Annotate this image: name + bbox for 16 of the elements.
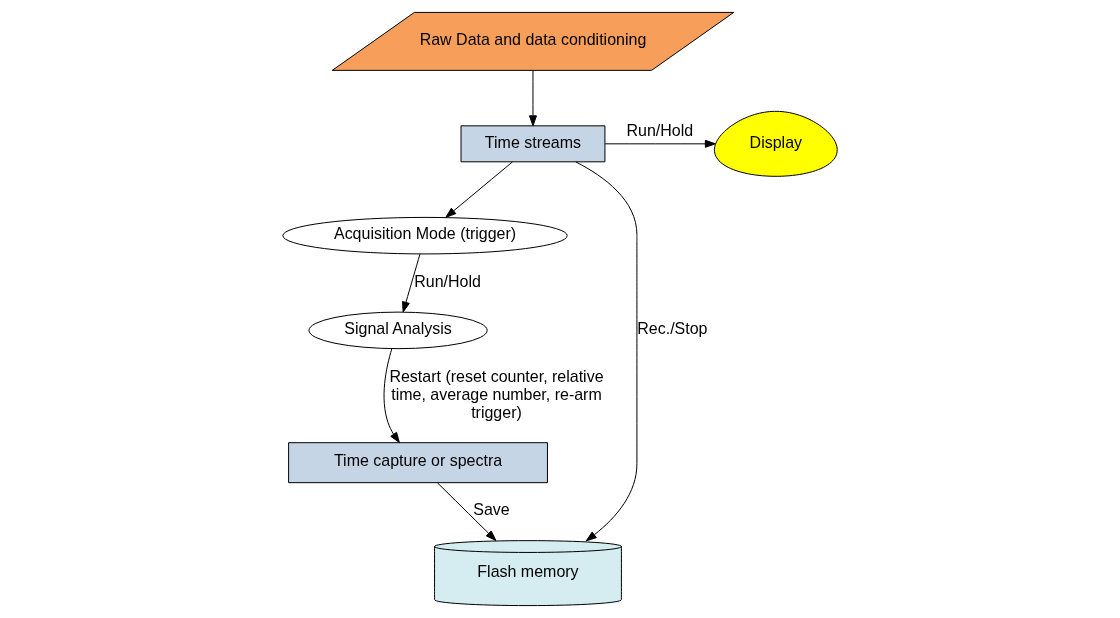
node-box: Time capture or spectra (288, 442, 548, 484)
arrow (575, 161, 638, 542)
arrow (383, 348, 400, 444)
arrow (604, 139, 716, 148)
edge-label: Run/Hold (626, 121, 694, 139)
edge-label: Rec./Stop (637, 320, 708, 338)
node-ellipse: Signal Analysis (308, 311, 488, 350)
arrow (529, 70, 537, 127)
arrow (402, 253, 421, 313)
edge-label: Run/Hold (414, 272, 481, 290)
edge-label: Save (473, 501, 510, 519)
edge-label: Restart (reset counter, relative time, average number, re-arm trigger) (389, 367, 604, 421)
arrow (436, 482, 497, 541)
arrow (445, 161, 513, 218)
node-ellipse: Acquisition Mode (trigger) (282, 216, 568, 255)
node-box: Time streams (460, 125, 606, 163)
